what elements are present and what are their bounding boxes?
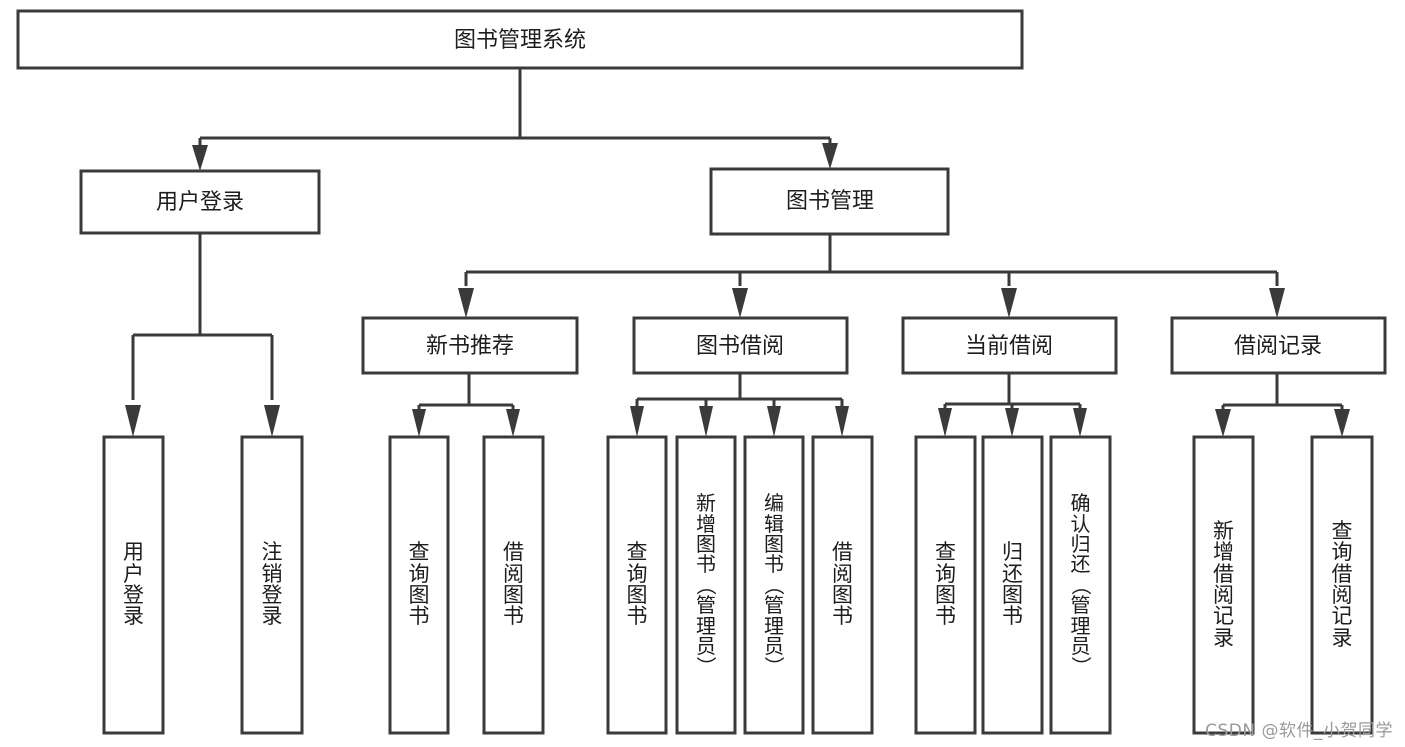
arrow-head-newbook xyxy=(458,288,474,318)
node-user-login-label: 用户登录 xyxy=(156,190,244,215)
arrow-head-leaf-13 xyxy=(1334,409,1350,437)
node-user-login-box[interactable] xyxy=(79,169,321,235)
arrow-head-leaf-3 xyxy=(412,409,426,437)
node-current-borrow-label: 当前借阅 xyxy=(965,334,1053,359)
node-leaf-box[interactable] xyxy=(675,435,737,735)
arrow-head-book-mgmt xyxy=(822,143,838,169)
node-book-borrow-box[interactable] xyxy=(632,316,849,375)
arrow-head-leaf-12 xyxy=(1215,409,1231,437)
node-borrow-record-box[interactable] xyxy=(1170,316,1387,375)
node-leaf-box[interactable] xyxy=(240,435,304,735)
arrow-head-leaf-10 xyxy=(1005,408,1019,437)
arrow-head-record xyxy=(1269,288,1285,318)
node-book-borrow-label: 图书借阅 xyxy=(696,334,784,359)
node-leaf-box[interactable] xyxy=(914,435,977,735)
arrow-head-leaf-4 xyxy=(506,409,520,437)
node-leaf-box[interactable] xyxy=(1049,435,1112,735)
arrow-head-leaf-9 xyxy=(938,408,952,437)
node-leaf-box[interactable] xyxy=(102,435,165,735)
node-leaf-box[interactable] xyxy=(981,435,1044,735)
node-book-mgmt-box[interactable] xyxy=(709,167,950,236)
arrow-head-leaf-6 xyxy=(699,406,713,437)
arrow-head-leaf-11 xyxy=(1073,408,1087,437)
node-borrow-record-label: 借阅记录 xyxy=(1234,334,1322,359)
node-leaf-box[interactable] xyxy=(388,435,450,735)
node-current-borrow-box[interactable] xyxy=(901,316,1118,375)
arrow-head-leaf-5 xyxy=(630,406,644,437)
arrow-head-current xyxy=(1001,288,1017,318)
connector-layer xyxy=(125,68,1350,437)
arrow-head-borrow xyxy=(732,288,748,318)
node-layer: 图书管理系统 用户登录 图书管理 新书推荐 图书借阅 当前借阅 借阅记录 xyxy=(16,9,1387,735)
arrow-head-leaf-1 xyxy=(125,405,141,437)
node-leaf-box[interactable] xyxy=(1192,435,1255,735)
node-root-label: 图书管理系统 xyxy=(454,28,586,53)
node-leaf-box[interactable] xyxy=(606,435,668,735)
node-root-box[interactable] xyxy=(16,9,1024,70)
node-leaf-box[interactable] xyxy=(482,435,545,735)
arrow-head-leaf-8 xyxy=(835,406,849,437)
arrow-head-leaf-7 xyxy=(767,406,781,437)
node-leaf-box[interactable] xyxy=(743,435,805,735)
arrow-head-user-login xyxy=(192,145,208,171)
arrow-head-leaf-2 xyxy=(264,405,280,437)
node-new-book-rec-box[interactable] xyxy=(361,316,579,375)
node-book-mgmt-label: 图书管理 xyxy=(786,189,874,214)
node-leaf-box[interactable] xyxy=(811,435,874,735)
node-leaf-box[interactable] xyxy=(1310,435,1374,735)
node-new-book-rec-label: 新书推荐 xyxy=(426,334,514,359)
